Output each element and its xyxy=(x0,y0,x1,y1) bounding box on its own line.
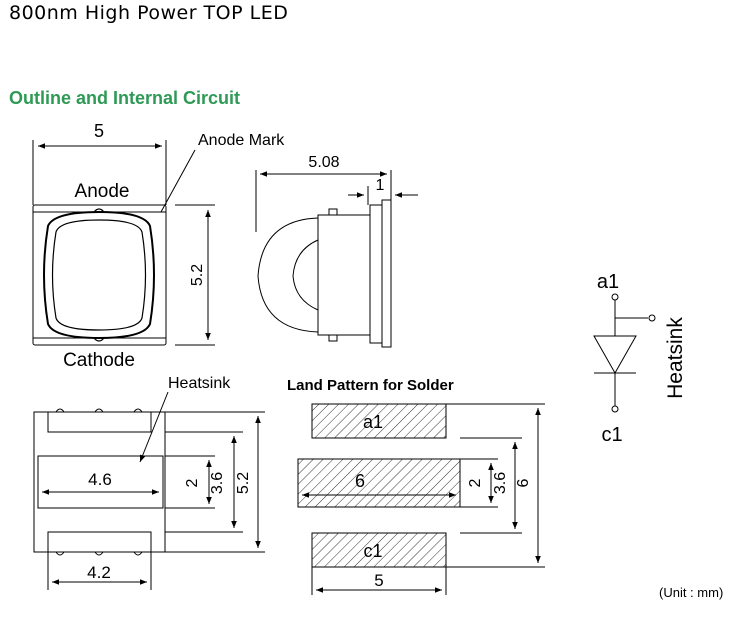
top-height-dim: 5.2 xyxy=(189,264,206,286)
page-title: 800nm High Power TOP LED xyxy=(9,2,289,24)
land-dim-3-6: 3.6 xyxy=(492,472,509,494)
anode-label: Anode xyxy=(75,181,130,202)
land-dim-6: 6 xyxy=(515,478,532,487)
side-flange-dim: 1 xyxy=(376,177,385,194)
bottom-dim-3-6: 3.6 xyxy=(209,472,226,494)
diode-symbol xyxy=(593,335,637,375)
land-pattern xyxy=(297,403,545,595)
land-pattern-title: Land Pattern for Solder xyxy=(287,377,454,394)
heatsink-label: Heatsink xyxy=(168,375,231,392)
anode-mark-label: Anode Mark xyxy=(198,132,285,149)
bottom-dim-5-2: 5.2 xyxy=(235,472,252,494)
land-width-dim: 5 xyxy=(374,571,383,590)
bottom-dim-2: 2 xyxy=(184,478,201,487)
pad-width-dim: 4.6 xyxy=(88,470,112,489)
side-view xyxy=(255,170,418,348)
cathode-label: Cathode xyxy=(63,350,135,371)
pad-c1-label: c1 xyxy=(363,541,382,561)
land-dim-2: 2 xyxy=(467,478,484,487)
section-heading: Outline and Internal Circuit xyxy=(9,88,241,108)
circuit-heatsink-label: Heatsink xyxy=(664,317,687,399)
bottom-view xyxy=(33,391,265,590)
unit-note: (Unit : mm) xyxy=(659,585,724,600)
top-view xyxy=(32,140,215,346)
circuit-anode-label: a1 xyxy=(597,271,619,293)
top-width-dim: 5 xyxy=(94,121,104,141)
pad-center-label: 6 xyxy=(355,471,365,491)
internal-circuit xyxy=(593,293,656,413)
side-length-dim: 5.08 xyxy=(308,154,339,171)
circuit-cathode-label: c1 xyxy=(601,424,622,446)
bottom-width-dim: 4.2 xyxy=(87,563,111,582)
pad-a1-label: a1 xyxy=(363,412,383,432)
